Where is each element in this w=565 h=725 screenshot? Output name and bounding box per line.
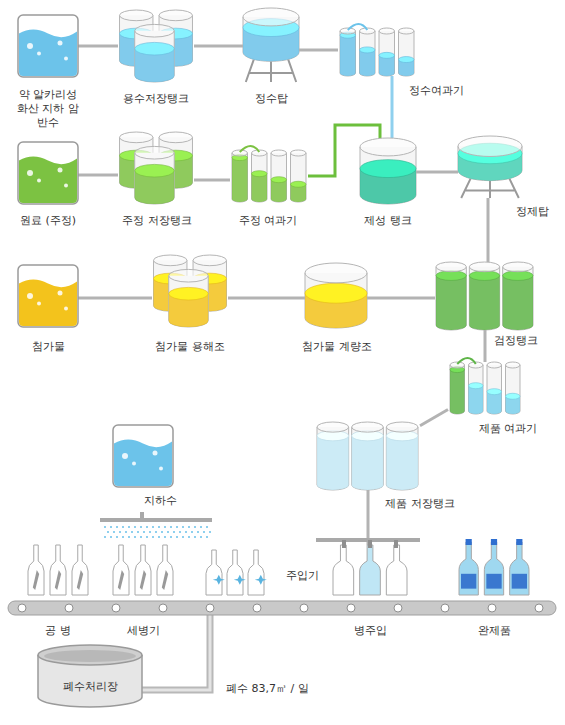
conveyor-belt: [8, 601, 556, 615]
equipment-label: 폐수처리장: [63, 680, 118, 694]
equipment-node: 완제품: [456, 538, 532, 595]
equipment-label: 첨가물 용해조: [155, 340, 225, 354]
equipment-label: 공 병: [45, 624, 71, 638]
equipment-icon: [18, 15, 78, 77]
equipment-icon: [333, 545, 407, 595]
pipe-connector: [194, 45, 243, 48]
pipe-connector: [228, 297, 305, 300]
equipment-label: 정제탑: [516, 205, 549, 219]
equipment-node: 지하수: [113, 425, 173, 487]
equipment-node: 검정탱크: [435, 262, 535, 330]
filler-nozzles: [316, 538, 420, 548]
conveyor-roller: [441, 604, 449, 612]
conveyor-roller: [206, 604, 214, 612]
pipe-connector: [484, 330, 487, 362]
equipment-icon: [243, 8, 299, 82]
pipe-connector: [420, 410, 448, 426]
equipment-node: 첨가물 용해조: [152, 255, 228, 327]
equipment-label: 완제품: [478, 624, 511, 638]
drain-pipe: [142, 612, 210, 690]
equipment-label: 제품 저장탱크: [385, 497, 455, 511]
equipment-node: 첨가물 계량조: [305, 263, 367, 328]
equipment-node: 원료 (주정): [18, 142, 78, 204]
equipment-icon: [340, 24, 414, 76]
equipment-icon: [113, 425, 173, 487]
conveyor-roller: [488, 604, 496, 612]
equipment-node: 정제탑: [458, 136, 522, 198]
equipment-icon: [317, 422, 418, 490]
equipment-label: 지하수: [144, 494, 177, 508]
equipment-node: 병주입: [330, 545, 410, 595]
equipment-node: 첨가물: [18, 265, 78, 327]
conveyor-roller: [112, 604, 120, 612]
equipment-label: 검정탱크: [494, 334, 538, 348]
pipe-connector: [78, 297, 152, 300]
equipment-node: 정수여과기: [338, 28, 416, 76]
conveyor-roller: [394, 604, 402, 612]
equipment-icon: [113, 545, 173, 595]
equipment-label: 정수탑: [255, 92, 288, 106]
pipe-connector: [194, 179, 230, 182]
equipment-icon: [458, 136, 522, 198]
clean-bottles: [206, 550, 267, 595]
equipment-node: 정수탑: [243, 8, 299, 82]
equipment-icon: [360, 138, 416, 204]
equipment-label: 첨가물: [32, 340, 65, 354]
equipment-label: 정수여과기: [409, 84, 464, 98]
note-label: 주입기: [286, 568, 319, 583]
conveyor-roller: [159, 604, 167, 612]
equipment-node: 제성 탱크: [360, 138, 416, 204]
equipment-icon: [28, 545, 88, 595]
equipment-icon: [154, 255, 227, 327]
equipment-node: 공 병: [25, 545, 91, 595]
equipment-label: 주정 저장탱크: [122, 214, 192, 228]
equipment-node: 폐수처리장: [38, 645, 142, 707]
conveyor-roller: [18, 604, 26, 612]
equipment-node: 제품 저장탱크: [316, 422, 420, 490]
equipment-icon: [436, 262, 533, 330]
equipment-node: 세병기: [110, 545, 176, 595]
pipe-connector: [487, 198, 490, 262]
equipment-label: 제성 탱크: [364, 214, 412, 228]
equipment-label: 원료 (주정): [20, 214, 76, 228]
equipment-icon: [232, 146, 306, 202]
equipment-label: 세병기: [127, 624, 160, 638]
pipe-connector: [367, 490, 370, 545]
conveyor-roller: [65, 604, 73, 612]
equipment-label: 주정 여과기: [239, 214, 298, 228]
equipment-node: 용수저장탱크: [118, 10, 194, 82]
equipment-icon: [120, 132, 193, 204]
pipe-connector: [367, 297, 435, 300]
conveyor-roller: [535, 604, 543, 612]
pipe-connector: [391, 76, 394, 138]
equipment-label: 약 알카리성 화산 지하 암반수: [12, 88, 84, 129]
equipment-icon: [18, 142, 78, 204]
equipment-node: 약 알카리성 화산 지하 암반수: [18, 15, 78, 77]
pipe-connector: [78, 174, 118, 177]
drain-pipe: [142, 612, 210, 690]
equipment-label: 병주입: [354, 624, 387, 638]
equipment-node: 주정 여과기: [230, 150, 308, 202]
equipment-icon: [459, 539, 529, 595]
equipment-icon: [450, 358, 520, 414]
pipe-connector: [416, 171, 458, 174]
spray-bar: [100, 512, 212, 538]
equipment-label: 첨가물 계량조: [302, 340, 372, 354]
conveyor-roller: [347, 604, 355, 612]
equipment-label: 제품 여과기: [479, 422, 538, 436]
equipment-node: 주정 저장탱크: [118, 132, 194, 204]
pipe-connector: [299, 49, 338, 52]
equipment-node: 제품 여과기: [448, 362, 522, 414]
equipment-icon: [18, 265, 78, 327]
equipment-icon: [120, 10, 193, 82]
equipment-icon: [305, 263, 367, 328]
note-label: 폐수 83,7㎥ / 일: [226, 681, 309, 696]
conveyor-roller: [253, 604, 261, 612]
equipment-icon: [38, 645, 142, 707]
pipe-connector: [78, 45, 118, 48]
conveyor-roller: [300, 604, 308, 612]
equipment-label: 용수저장탱크: [123, 92, 189, 106]
